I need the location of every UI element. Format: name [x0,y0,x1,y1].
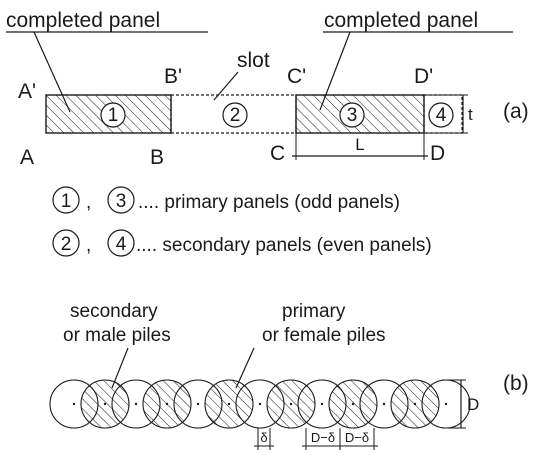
slot-leader [213,71,239,101]
corner-b: B [150,146,164,169]
legend-row-primary: 1 , 3 .... primary panels (odd panels) [52,186,400,214]
corner-a: A [20,146,34,169]
primary-piles-label-line2: or female piles [262,325,386,346]
primary-piles-label-line1: primary [282,301,346,322]
corner-d-prime: D' [414,65,433,88]
svg-text:,: , [86,235,91,256]
spacing-label-2: D−δ [345,430,369,445]
pile-center-dot [196,402,200,406]
part-a-panels: 1 2 3 4 t L [6,31,513,160]
corner-b-prime: B' [164,65,182,88]
svg-text:2: 2 [230,105,241,126]
legend-secondary-text: .... secondary panels (even panels) [136,235,432,256]
pile-center-dot [382,402,386,406]
spacing-label-1: D−δ [311,430,335,445]
secondary-piles-leader [111,347,129,389]
right-callout-label: completed panel [324,9,478,32]
pile-center-dot [320,402,324,406]
svg-text:,: , [86,192,91,213]
thickness-label: t [468,105,473,124]
overlap-label: δ [260,430,267,445]
svg-text:3: 3 [347,105,358,126]
panel-number-2: 2 [222,102,248,128]
pile-center-dot [227,402,231,406]
svg-text:2: 2 [61,234,72,255]
panel-number-3: 3 [339,102,365,128]
pile-center-dot [134,402,138,406]
pile-center-dot [413,402,417,406]
primary-piles-leader [235,347,255,389]
pile-center-dot [165,402,169,406]
pile-center-dot [444,402,448,406]
part-a-label: (a) [503,100,529,123]
corner-a-prime: A' [18,80,36,103]
panel-2-slot [170,94,297,134]
diameter-label: D [467,395,479,414]
svg-text:1: 1 [108,105,119,126]
corner-d: D [430,142,445,165]
secondary-piles-label-line1: secondary [70,301,158,322]
svg-text:3: 3 [116,191,127,212]
left-callout-label: completed panel [6,9,160,32]
pile-center-dot [258,402,262,406]
pile-row [49,379,471,429]
pile-center-dot [289,402,293,406]
panel-number-4: 4 [428,102,454,128]
overlap-dimension: δ [254,428,274,450]
legend-row-secondary: 2 , 4 .... secondary panels (even panels… [52,229,432,257]
pile-center-dot [351,402,355,406]
svg-text:1: 1 [61,191,72,212]
pile-center-dot [103,402,107,406]
corner-c-prime: C' [287,65,306,88]
part-b-label: (b) [503,372,529,395]
svg-text:4: 4 [116,234,127,255]
panel-number-1: 1 [100,102,126,128]
slot-label: slot [237,49,270,72]
length-label: L [355,135,364,154]
svg-text:4: 4 [436,105,447,126]
secondary-piles-label-line2: or male piles [63,325,171,346]
pile-center-dot [72,402,76,406]
legend-primary-text: .... primary panels (odd panels) [138,192,400,213]
spacing-dimension: D−δ D−δ [302,428,378,450]
corner-c: C [270,142,285,165]
